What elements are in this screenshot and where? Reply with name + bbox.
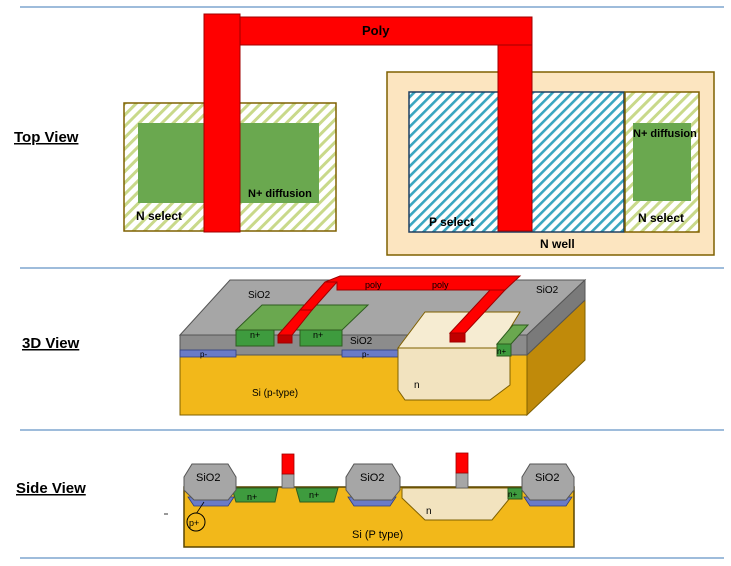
top-view: Top View N+ diffusion N select N+ diffus…: [14, 13, 715, 256]
n-well-label: N well: [540, 237, 575, 251]
poly-3d-label-a: poly: [365, 280, 382, 290]
n-select-right-label: N select: [638, 211, 684, 225]
oxide-side-b: [345, 463, 401, 501]
n-plus-3d-a: n+: [250, 330, 260, 340]
substrate-side-label: Si (P type): [352, 529, 403, 541]
p-plus-leader: [195, 501, 205, 515]
poly-side-b: [455, 452, 469, 474]
side-view: Side View Si (P type) n n+ n+ n+ SiO2 Si…: [16, 452, 575, 548]
p-select-label: P select: [429, 215, 474, 229]
sio2-3d-mid: SiO2: [350, 336, 373, 347]
n-plus-side-a-label: n+: [247, 492, 257, 502]
n-plus-left-front: [235, 329, 275, 347]
3d-view: 3D View n+ n+ p- p- n n+ poly: [22, 275, 587, 417]
sio2-3d-right: SiO2: [536, 285, 559, 296]
p-minus-left: [179, 349, 237, 358]
oxide-side-a: [183, 463, 237, 501]
p-minus-mid: [341, 349, 399, 358]
n-region-side-label: n: [426, 506, 432, 517]
n-plus-side-c: [507, 487, 523, 500]
poly-side-a: [281, 453, 295, 475]
n-diffusion-right: [633, 123, 691, 201]
n-diffusion-right-label: N+ diffusion: [633, 128, 697, 140]
p-minus-3d-b: p-: [362, 350, 369, 359]
n-plus-3d-b: n+: [313, 330, 323, 340]
poly-3d-bar: [324, 275, 522, 291]
n-plus-side-b-label: n+: [309, 490, 319, 500]
poly-3d-gate-left-front: [277, 334, 293, 344]
n-plus-side-a: [231, 487, 279, 503]
sio2-side-a: SiO2: [196, 472, 220, 484]
p-minus-3d-a: p-: [200, 350, 207, 359]
sio2-3d-left: SiO2: [248, 290, 271, 301]
n-select-left-label: N select: [136, 209, 182, 223]
section-label-top: Top View: [14, 129, 79, 146]
substrate-3d-label: Si (p-type): [252, 388, 298, 399]
n-plus-side-c-label: n+: [508, 490, 517, 499]
poly-3d-gate-right-front: [449, 332, 466, 343]
section-label-side: Side View: [16, 480, 86, 497]
p-plus-label: p+: [189, 518, 199, 528]
oxide-side: [526, 278, 586, 357]
sio2-side-b: SiO2: [360, 472, 384, 484]
n-diffusion-left-label: N+ diffusion: [248, 188, 312, 200]
p-plus-callout: [186, 512, 206, 532]
poly-gate-right: [497, 44, 533, 232]
gate-oxide-side-a: [281, 473, 295, 489]
section-label-3d: 3D View: [22, 335, 80, 352]
gate-oxide-side-b: [455, 472, 469, 489]
oxide-side-c: [521, 463, 575, 501]
poly-3d-label-b: poly: [432, 280, 449, 290]
poly-bar: [239, 16, 533, 46]
poly-label: Poly: [362, 23, 390, 38]
n-plus-mid-front: [299, 329, 343, 347]
n-plus-side-b: [295, 487, 339, 503]
sio2-side-c: SiO2: [535, 472, 559, 484]
n-region-3d-label: n: [414, 380, 420, 391]
n-plus-3d-c: n+: [497, 347, 506, 356]
poly-gate-left: [203, 13, 241, 233]
n-plus-right-top: [495, 324, 530, 345]
